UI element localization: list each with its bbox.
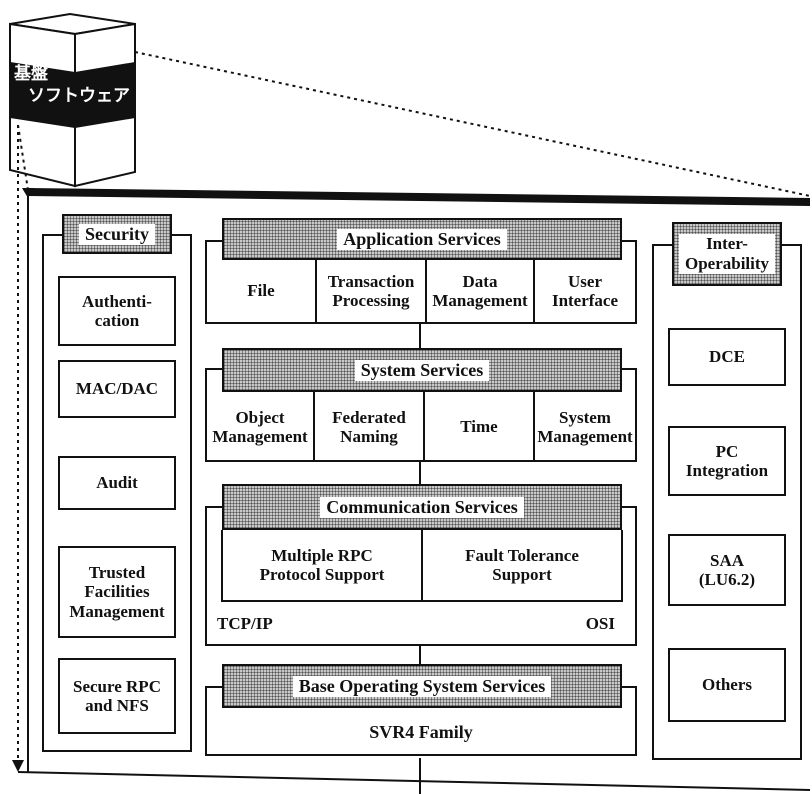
interop-header: Inter- Operability xyxy=(672,222,782,286)
dotted-line-top xyxy=(134,51,811,197)
sys-cell-federated-naming: Federated Naming xyxy=(315,392,425,462)
system-services-header: System Services xyxy=(222,348,622,392)
security-header-text: Security xyxy=(79,223,155,245)
security-header: Security xyxy=(62,214,172,254)
app-cell-file: File xyxy=(207,258,317,324)
communication-cells: Multiple RPC Protocol Support Fault Tole… xyxy=(221,530,623,602)
security-item-mac-dac: MAC/DAC xyxy=(58,360,176,418)
base-os-header: Base Operating System Services xyxy=(222,664,622,708)
top-wedge xyxy=(28,188,810,206)
interop-item-dce: DCE xyxy=(668,328,786,386)
interop-header-text: Inter- Operability xyxy=(678,234,776,274)
communication-services-header-text: Communication Services xyxy=(320,496,524,518)
security-item-audit: Audit xyxy=(58,456,176,510)
sys-cell-system-management: System Management xyxy=(537,407,633,446)
system-services-header-text: System Services xyxy=(354,359,490,381)
app-cell-data-management: Data Management xyxy=(427,258,535,324)
book-icon xyxy=(9,12,136,188)
sys-cell-object-management: Object Management xyxy=(207,392,315,462)
security-item-authentication: Authenti- cation xyxy=(58,276,176,346)
book-label-line1: 基盤 xyxy=(14,64,48,84)
security-item-trusted-facilities: Trusted Facilities Management xyxy=(58,546,176,638)
interop-item-pc-integration: PC Integration xyxy=(668,426,786,496)
interop-item-saa: SAA (LU6.2) xyxy=(668,534,786,606)
interop-item-others: Others xyxy=(668,648,786,722)
comm-cell-multiple-rpc: Multiple RPC Protocol Support xyxy=(223,530,423,600)
bottom-line xyxy=(17,771,811,791)
application-services-header: Application Services xyxy=(222,218,622,260)
comm-cell-fault-tolerance: Fault Tolerance Support xyxy=(465,545,579,584)
base-os-header-text: Base Operating System Services xyxy=(292,675,552,697)
comm-label-tcp-ip: TCP/IP xyxy=(217,614,273,633)
communication-services-header: Communication Services xyxy=(222,484,622,530)
app-cell-transaction: Transaction Processing xyxy=(317,258,427,324)
application-services-header-text: Application Services xyxy=(337,228,507,250)
book-label-line2: ソフトウェア xyxy=(28,86,130,106)
security-item-secure-rpc: Secure RPC and NFS xyxy=(58,658,176,734)
app-cell-user-interface: User Interface xyxy=(551,271,619,310)
sys-cell-time: Time xyxy=(425,392,535,462)
comm-label-osi: OSI xyxy=(585,614,615,633)
